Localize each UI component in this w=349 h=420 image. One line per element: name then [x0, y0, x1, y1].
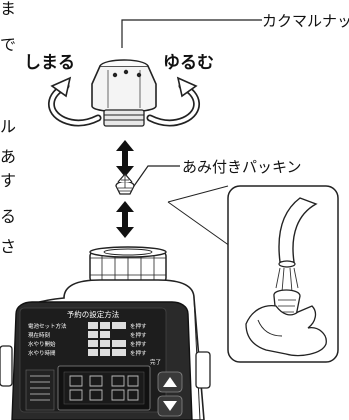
left-edge-text: ま で ル あ す る さ — [0, 0, 16, 256]
panel-row-2: 現在時刻 — [28, 331, 51, 339]
mesh-packing-callout: あみ付きパッキン — [133, 158, 302, 187]
upper-double-arrow — [116, 140, 134, 177]
lower-double-arrow — [116, 201, 134, 238]
edge-char-2: で — [0, 35, 16, 54]
nut-part-callout: カクマルナット部 — [121, 12, 349, 48]
panel-done-label: 完了 — [150, 358, 161, 366]
edge-char-3: ル — [0, 117, 16, 136]
mesh-packing-small — [115, 173, 135, 195]
edge-char-5: す — [0, 171, 16, 190]
up-button — [157, 371, 183, 393]
lcd-display — [57, 365, 151, 411]
nut-part-label: カクマルナット部 — [262, 12, 349, 30]
zoom-inset — [227, 185, 339, 363]
edge-char-6: る — [0, 207, 16, 226]
panel-row-3-action: を押す — [130, 340, 147, 348]
edge-char-4: あ — [0, 147, 16, 166]
tighten-label: しまる — [24, 53, 75, 73]
panel-indicator-list — [25, 369, 55, 411]
panel-row-1-action: を押す — [130, 322, 147, 330]
panel-row-2-action: を押す — [130, 331, 147, 339]
edge-char-7: さ — [0, 237, 16, 256]
panel-row-3: 水やり開始 — [28, 340, 56, 348]
panel-row-4: 水やり時間 — [28, 349, 56, 357]
nut-illustration — [91, 59, 157, 127]
panel-title: 予約の設定方法 — [67, 309, 120, 319]
panel-keys — [88, 322, 126, 356]
panel-row-1: 電池セット方法 — [28, 322, 67, 330]
edge-char-1: ま — [0, 0, 16, 18]
panel-row-4-action: を押す — [130, 349, 147, 357]
loosen-rotation-arrow — [146, 76, 200, 127]
mesh-packing-label: あみ付きパッキン — [182, 158, 302, 176]
down-button — [157, 395, 183, 417]
loosen-label: ゆるむ — [163, 53, 214, 73]
tighten-rotation-arrow — [48, 76, 102, 127]
